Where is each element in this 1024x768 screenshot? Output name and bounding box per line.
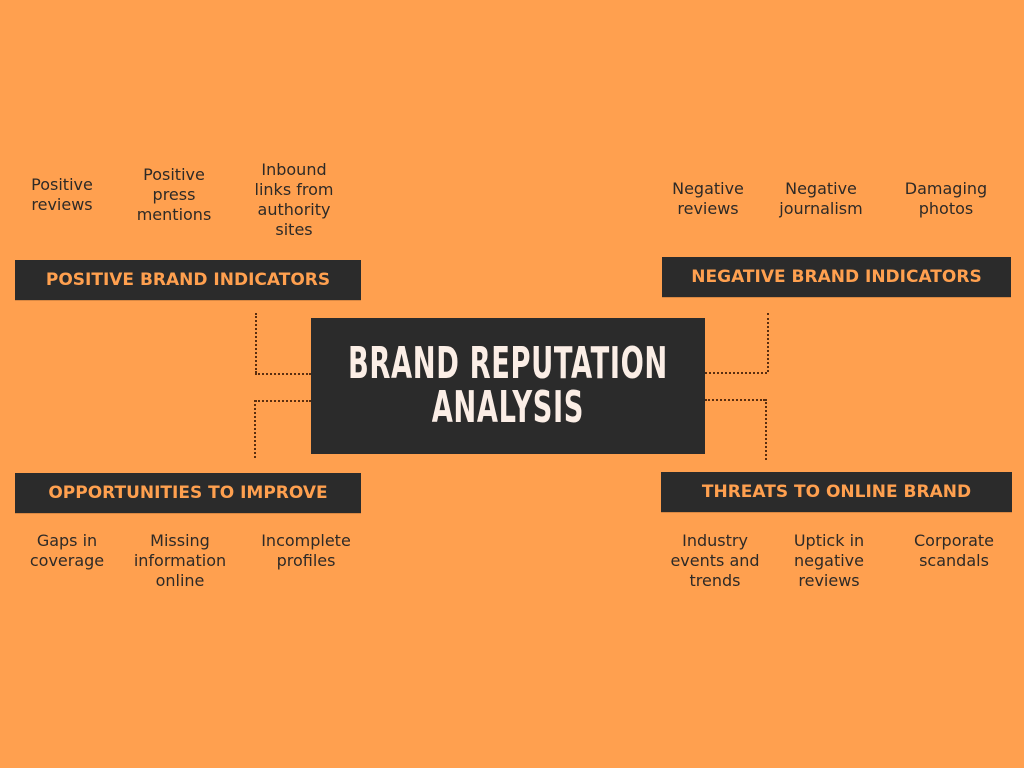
opportunity-item-incomplete-profiles: Incomplete profiles [261, 531, 351, 570]
threat-item-uptick: Uptick in negative reviews [793, 531, 865, 590]
title-line-2: ANALYSIS [431, 382, 585, 433]
opportunity-item-missing-info: Missing information online [133, 531, 227, 590]
negative-item-journalism: Negative journalism [779, 179, 863, 218]
threat-item-industry: Industry events and trends [670, 531, 760, 590]
connector-opportunities-horizontal [255, 400, 311, 402]
opportunities-to-improve-label: OPPORTUNITIES TO IMPROVE [15, 473, 361, 513]
connector-negative-vertical [767, 313, 769, 372]
negative-item-reviews: Negative reviews [672, 179, 744, 218]
threat-item-scandals: Corporate scandals [914, 531, 994, 570]
threats-to-online-brand-label: THREATS TO ONLINE BRAND [661, 472, 1012, 512]
connector-threats-horizontal [705, 399, 765, 401]
connector-positive-vertical [255, 313, 257, 373]
opportunity-item-gaps: Gaps in coverage [29, 531, 105, 570]
central-title-box: BRAND REPUTATION ANALYSIS [311, 318, 705, 454]
positive-item-links: Inbound links from authority sites [254, 160, 334, 239]
connector-opportunities-vertical [254, 400, 256, 458]
negative-brand-indicators-label: NEGATIVE BRAND INDICATORS [662, 257, 1011, 297]
positive-item-press: Positive press mentions [136, 165, 212, 224]
positive-item-reviews: Positive reviews [31, 175, 93, 214]
negative-item-photos: Damaging photos [904, 179, 988, 218]
connector-positive-horizontal [255, 373, 311, 375]
title-line-1: BRAND REPUTATION [348, 338, 668, 389]
connector-negative-horizontal [705, 372, 767, 374]
positive-brand-indicators-label: POSITIVE BRAND INDICATORS [15, 260, 361, 300]
connector-threats-vertical [765, 399, 767, 460]
